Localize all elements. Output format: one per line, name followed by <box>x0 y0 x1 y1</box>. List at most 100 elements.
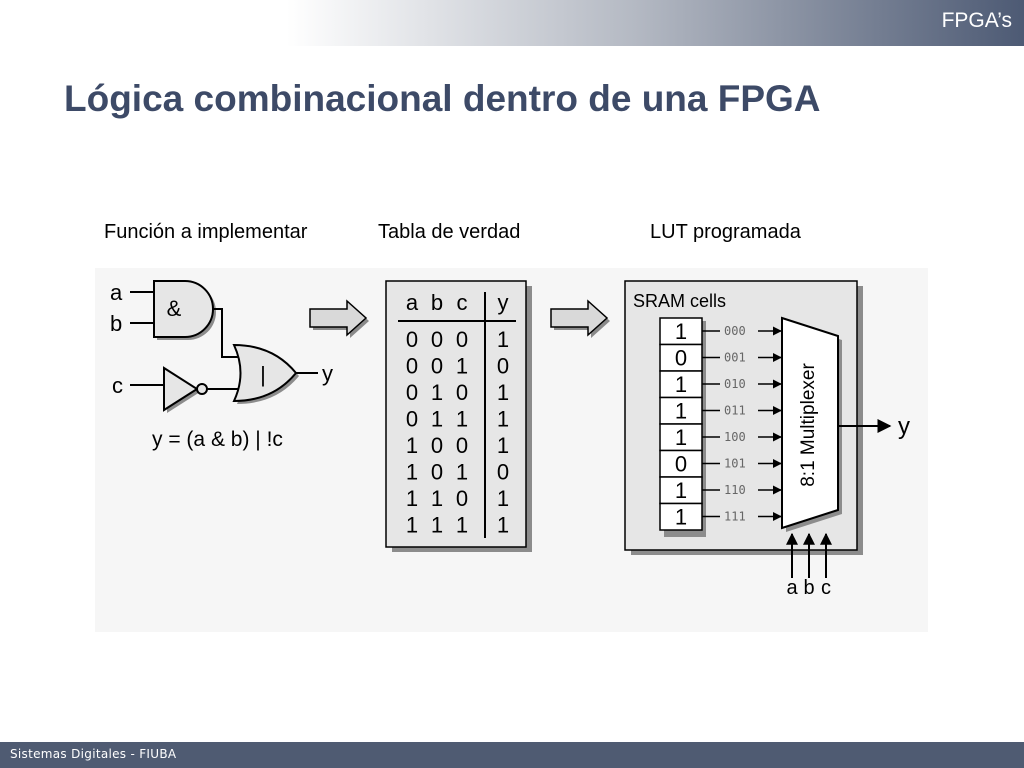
and-gate <box>153 280 214 338</box>
truth-table-header-a: a <box>406 290 419 315</box>
truth-table-header-c: c <box>457 290 468 315</box>
multiplexer <box>781 316 839 530</box>
sram-cell-value: 1 <box>675 372 687 397</box>
sram-cell <box>659 502 703 531</box>
input-b-label: b <box>110 311 122 336</box>
truth-table-cell: 1 <box>406 513 418 538</box>
address-label: 000 <box>724 324 746 338</box>
sram-cell <box>659 423 703 452</box>
section-title: FPGA’s <box>941 9 1012 32</box>
or-gate-shadow <box>237 348 299 404</box>
mux-label: 8:1 Multiplexer <box>798 363 819 487</box>
sram-cell <box>659 396 703 425</box>
address-label: 101 <box>724 457 746 471</box>
truth-table-label: Tabla de verdad <box>378 221 521 243</box>
truth-table-cell: 0 <box>431 460 443 485</box>
function-label: Función a implementar <box>104 221 308 243</box>
truth-table-cell: 1 <box>431 407 443 432</box>
truth-table-cell: 1 <box>456 460 468 485</box>
truth-table-cell: 0 <box>456 433 468 458</box>
and-symbol: & <box>167 296 182 321</box>
lut-box <box>624 280 858 551</box>
footer-bar: Sistemas Digitales - FIUBA <box>0 742 1024 768</box>
sram-cell <box>659 317 703 346</box>
select-label-b: b <box>803 577 814 599</box>
sram-cell <box>659 343 703 372</box>
sram-column-shadow <box>664 321 706 537</box>
truth-table-header-b: b <box>431 290 443 315</box>
address-label: 011 <box>724 404 746 418</box>
truth-table-cell: 1 <box>497 407 509 432</box>
sram-cell-value: 1 <box>675 425 687 450</box>
truth-table-cell: 1 <box>406 486 418 511</box>
block-arrow-2 <box>550 299 610 338</box>
truth-table-cell: 1 <box>497 380 509 405</box>
select-label-c: c <box>821 577 831 599</box>
header-bar: FPGA’s <box>0 0 1024 46</box>
truth-table-cell: 1 <box>456 407 468 432</box>
truth-table-cell: 1 <box>456 354 468 379</box>
sram-cell-value: 1 <box>675 399 687 424</box>
sram-cell <box>659 370 703 399</box>
sram-cell-value: 0 <box>675 452 687 477</box>
truth-table-cell: 0 <box>406 407 418 432</box>
wire-and-or <box>213 308 240 358</box>
not-bubble <box>196 383 208 395</box>
select-label-a: a <box>786 577 798 599</box>
truth-table-header-y: y <box>498 290 509 315</box>
or-gate <box>232 343 298 403</box>
not-gate <box>163 366 199 412</box>
truth-table-cell: 0 <box>431 327 443 352</box>
sram-cell-value: 1 <box>675 505 687 530</box>
lut-label: LUT programada <box>650 221 801 243</box>
input-c-label: c <box>112 373 123 398</box>
input-a-label: a <box>110 280 123 305</box>
address-label: 100 <box>724 430 746 444</box>
and-gate-shadow <box>157 284 216 340</box>
address-label: 110 <box>724 483 746 497</box>
sram-cell <box>659 476 703 505</box>
not-gate-shadow <box>167 371 200 413</box>
truth-table-cell: 1 <box>497 513 509 538</box>
mux-shadow <box>786 322 842 532</box>
truth-table-cell: 0 <box>456 380 468 405</box>
truth-table-cell: 1 <box>431 380 443 405</box>
sram-cell <box>659 449 703 478</box>
truth-table-cell: 0 <box>431 433 443 458</box>
sram-cell-value: 1 <box>675 319 687 344</box>
truth-table-cell: 0 <box>406 380 418 405</box>
address-label: 111 <box>724 510 746 524</box>
footer-text: Sistemas Digitales - FIUBA <box>10 747 177 761</box>
truth-table-cell: 0 <box>497 354 509 379</box>
truth-table-cell: 1 <box>406 460 418 485</box>
or-symbol: | <box>260 362 266 387</box>
slide-title: Lógica combinacional dentro de una FPGA <box>64 78 821 119</box>
lut-output-label: y <box>898 413 910 440</box>
truth-table-cell: 0 <box>497 460 509 485</box>
address-label: 001 <box>724 351 746 365</box>
truth-table-cell: 1 <box>431 486 443 511</box>
address-label: 010 <box>724 377 746 391</box>
truth-table-cell: 1 <box>456 513 468 538</box>
truth-table-cell: 1 <box>497 433 509 458</box>
truth-table-cell: 0 <box>431 354 443 379</box>
truth-table-cell: 0 <box>456 486 468 511</box>
sram-cell-value: 0 <box>675 346 687 371</box>
logic-circuit: a b c & | y y = (a & b) | !c <box>110 280 333 451</box>
block-arrow-1 <box>309 299 369 338</box>
truth-table-cell: 1 <box>406 433 418 458</box>
equation: y = (a & b) | !c <box>152 428 283 451</box>
sram-cell-value: 1 <box>675 478 687 503</box>
sram-cells-label: SRAM cells <box>633 291 726 311</box>
truth-table-cell: 1 <box>431 513 443 538</box>
truth-table-shadow <box>392 286 532 552</box>
truth-table-cell: 0 <box>456 327 468 352</box>
truth-table-cell: 0 <box>406 354 418 379</box>
diagram-background <box>95 268 928 632</box>
truth-table-cell: 1 <box>497 486 509 511</box>
circuit-output-label: y <box>322 361 333 386</box>
lut-shadow <box>631 286 863 555</box>
truth-table-cell: 1 <box>497 327 509 352</box>
